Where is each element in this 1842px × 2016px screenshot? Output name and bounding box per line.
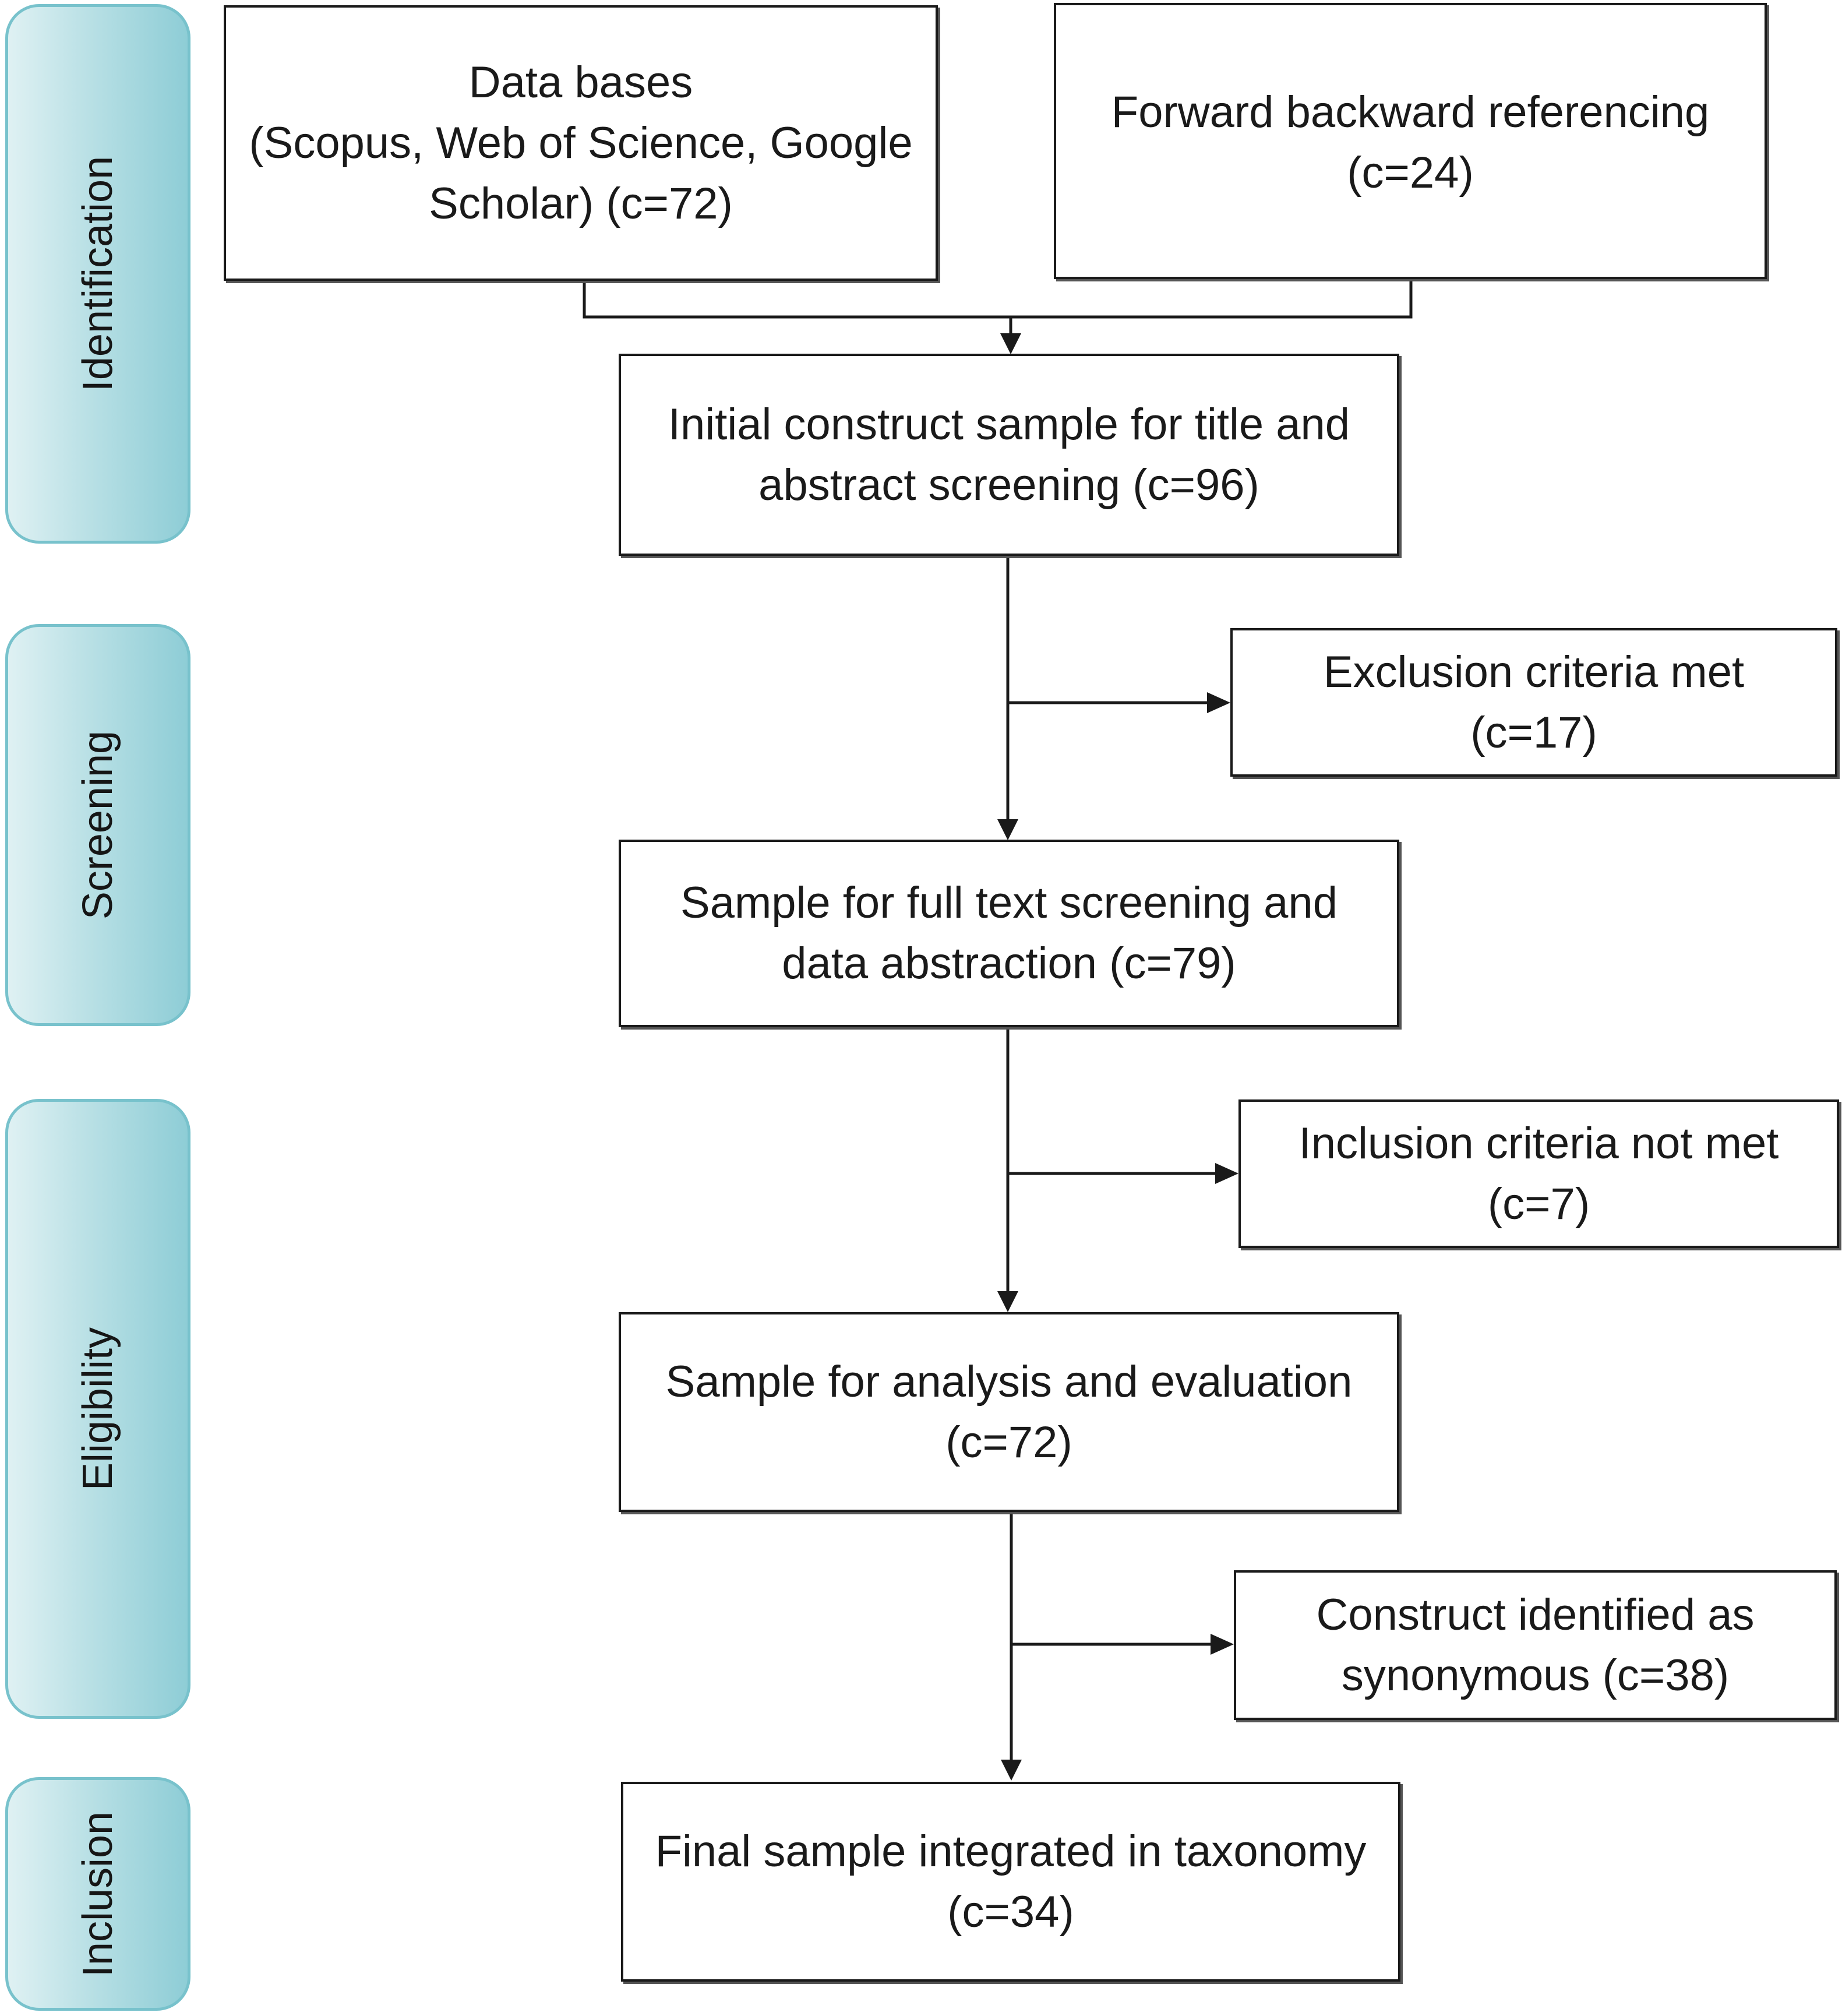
- arrowhead-full-text: [997, 819, 1018, 840]
- databases-text: Data bases (Scopus, Web of Science, Goog…: [249, 57, 913, 228]
- arrowhead-final: [1001, 1760, 1022, 1781]
- final-text: Final sample integrated in taxonomy (c=3…: [655, 1826, 1367, 1937]
- initial-sample-box: Initial construct sample for title and a…: [619, 354, 1399, 556]
- arrowhead-exclusion: [1207, 692, 1230, 713]
- arrowhead-initial-sample: [1000, 333, 1021, 354]
- forward-backward-text: Forward backward referencing (c=24): [1111, 87, 1710, 198]
- merge-connector: [583, 278, 1413, 319]
- arrowhead-inclusion-not-met: [1215, 1163, 1238, 1184]
- exclusion-box: Exclusion criteria met (c=17): [1230, 628, 1837, 777]
- stage-label-screening: Screening: [75, 730, 121, 920]
- inclusion-not-met-text: Inclusion criteria not met (c=7): [1298, 1118, 1779, 1229]
- analysis-box: Sample for analysis and evaluation (c=72…: [619, 1312, 1399, 1512]
- stage-inclusion: Inclusion: [5, 1777, 190, 2011]
- synonymous-text: Construct identified as synonymous (c=38…: [1316, 1589, 1755, 1700]
- analysis-text: Sample for analysis and evaluation (c=72…: [665, 1356, 1353, 1467]
- stage-label-identification: Identification: [75, 156, 121, 392]
- stage-label-eligibility: Eligibility: [75, 1327, 121, 1491]
- exclusion-text: Exclusion criteria met (c=17): [1323, 647, 1745, 757]
- stage-eligibility: Eligibility: [5, 1099, 190, 1719]
- arrowhead-analysis: [997, 1291, 1018, 1312]
- arrowhead-synonymous: [1211, 1634, 1234, 1655]
- inclusion-not-met-box: Inclusion criteria not met (c=7): [1238, 1099, 1839, 1248]
- databases-box: Data bases (Scopus, Web of Science, Goog…: [224, 5, 938, 281]
- stage-screening: Screening: [5, 624, 190, 1026]
- final-box: Final sample integrated in taxonomy (c=3…: [621, 1782, 1400, 1982]
- synonymous-box: Construct identified as synonymous (c=38…: [1234, 1570, 1837, 1720]
- stage-identification: Identification: [5, 4, 190, 544]
- full-text-text: Sample for full text screening and data …: [680, 878, 1338, 988]
- initial-sample-text: Initial construct sample for title and a…: [668, 399, 1350, 510]
- stage-label-inclusion: Inclusion: [75, 1811, 121, 1977]
- full-text-box: Sample for full text screening and data …: [619, 840, 1399, 1027]
- forward-backward-box: Forward backward referencing (c=24): [1054, 3, 1767, 279]
